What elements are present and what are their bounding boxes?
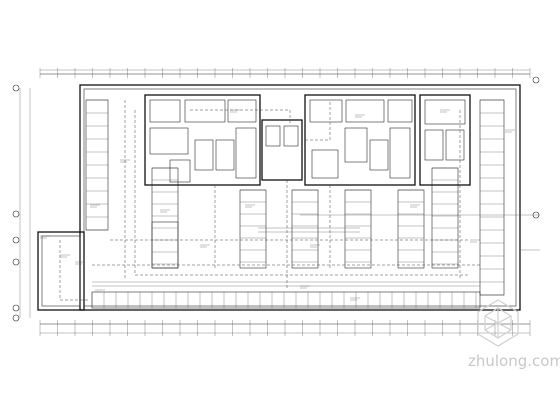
annotation-marks — [40, 109, 515, 301]
right-parking-column — [479, 99, 505, 296]
bottom-parking-row — [91, 281, 481, 309]
right-axis-markers — [532, 76, 540, 219]
inner-parking-blocks — [151, 167, 459, 269]
zhulong-logo-icon — [477, 299, 519, 347]
left-axis-markers — [12, 84, 31, 322]
watermark: zhulong.com — [468, 299, 560, 370]
top-dimension-line — [39, 68, 531, 78]
outer-wall — [37, 84, 521, 311]
left-parking-column — [85, 99, 109, 231]
bottom-dimension-line — [39, 320, 531, 336]
watermark-text: zhulong.com — [468, 352, 560, 370]
wiring-routes — [59, 100, 540, 301]
